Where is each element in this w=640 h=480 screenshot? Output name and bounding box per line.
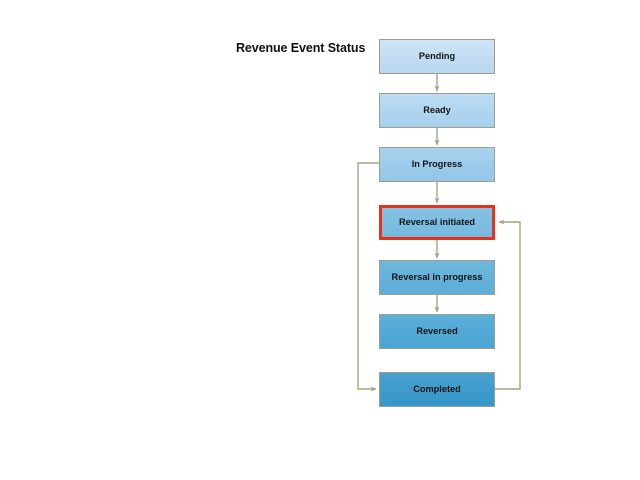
node-label: Reversal in progress (391, 272, 483, 283)
node-label: Reversed (416, 326, 458, 337)
node-pending[interactable]: Pending (379, 39, 495, 74)
page-title: Revenue Event Status (236, 41, 366, 55)
node-in-progress[interactable]: In Progress (379, 147, 495, 182)
edge-in-progress-to-completed (357, 162, 379, 392)
edge-completed-to-reversal-initiated (495, 219, 521, 390)
node-label: Pending (418, 51, 456, 62)
node-label: Completed (413, 384, 461, 395)
node-completed[interactable]: Completed (379, 372, 495, 407)
node-reversed[interactable]: Reversed (379, 314, 495, 349)
node-reversal-initiated[interactable]: Reversal initiated (379, 205, 495, 240)
node-reversal-in-progress[interactable]: Reversal in progress (379, 260, 495, 295)
node-label: Ready (423, 105, 451, 116)
node-label: In Progress (411, 159, 463, 170)
node-ready[interactable]: Ready (379, 93, 495, 128)
node-label: Reversal initiated (398, 217, 476, 228)
